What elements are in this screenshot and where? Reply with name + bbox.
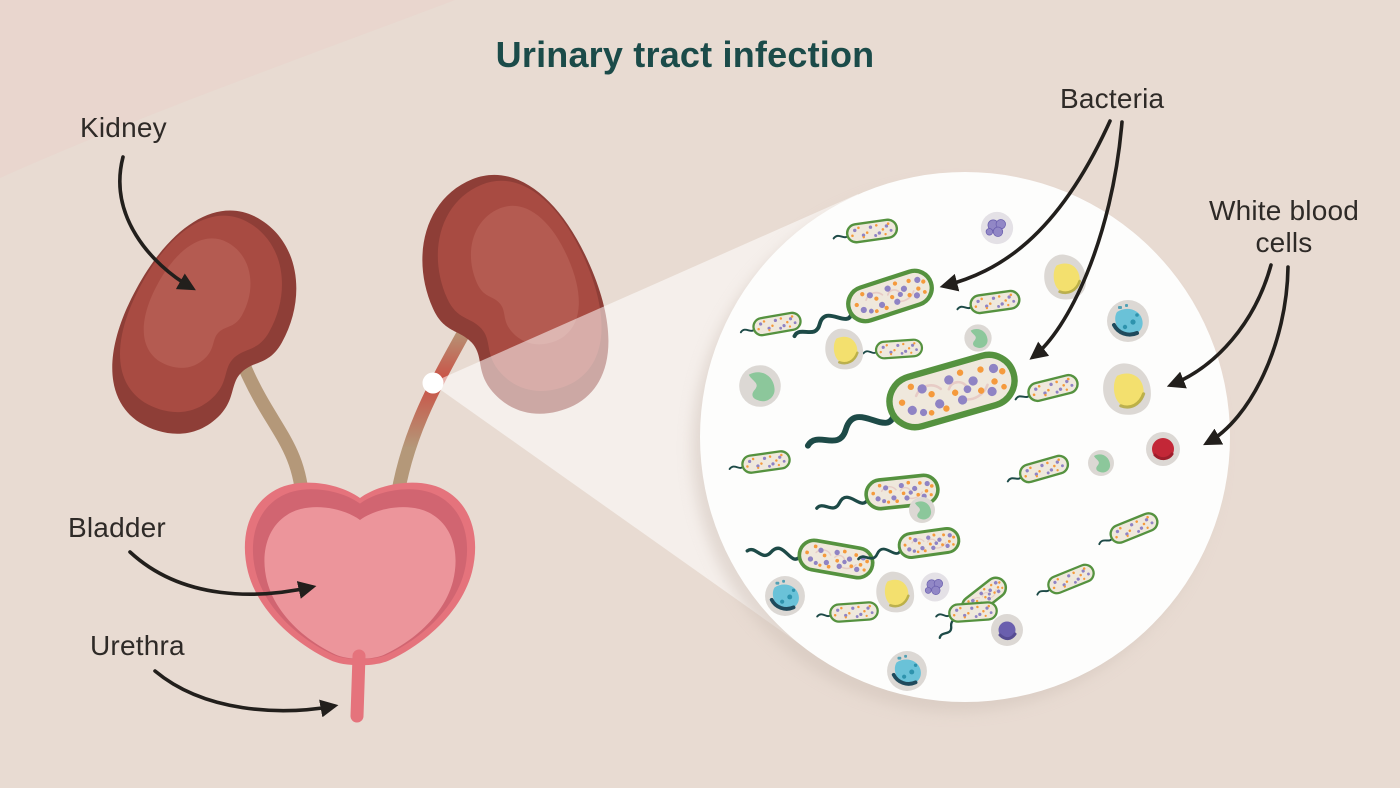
bacteria-arrow-2 — [1029, 120, 1124, 360]
white-blood-cell-green — [739, 365, 781, 407]
page-title: Urinary tract infection — [495, 34, 875, 75]
urethra-label: Urethra — [90, 630, 185, 661]
white-blood-cell-green — [1088, 450, 1114, 476]
white-blood-cell-green — [909, 497, 935, 523]
bacteria-arrow-1 — [939, 119, 1112, 292]
microscope-circle — [700, 172, 1230, 702]
kidney-label: Kidney — [80, 112, 167, 143]
white-blood-cell-blue — [763, 574, 807, 618]
white-blood-cell-green — [964, 324, 992, 352]
kidney-left — [82, 183, 328, 464]
bladder-shape — [244, 482, 476, 666]
white-blood-cells-arrow-2 — [1203, 265, 1290, 446]
bladder-label: Bladder — [68, 512, 166, 543]
background-corner-tint — [0, 0, 455, 178]
urethra-arrow — [153, 669, 339, 718]
white-blood-cell-cluster — [920, 572, 950, 602]
white-blood-cell-purple — [989, 612, 1025, 648]
white-blood-cell-blue — [885, 649, 929, 693]
bacteria-label: Bacteria — [1060, 83, 1165, 114]
infection-site-dot — [422, 372, 444, 394]
white-blood-cells-label: White blood cells — [1208, 195, 1360, 259]
bladder-arrow — [128, 550, 317, 599]
ureter-infected-segment — [389, 329, 469, 512]
red-blood-cell — [1144, 430, 1182, 468]
white-blood-cells-arrow-1 — [1166, 263, 1273, 389]
kidney-arrow — [118, 155, 196, 291]
urethra-tube — [350, 649, 366, 723]
white-blood-cell-blue — [1105, 298, 1151, 344]
white-blood-cell-cluster — [980, 211, 1014, 245]
